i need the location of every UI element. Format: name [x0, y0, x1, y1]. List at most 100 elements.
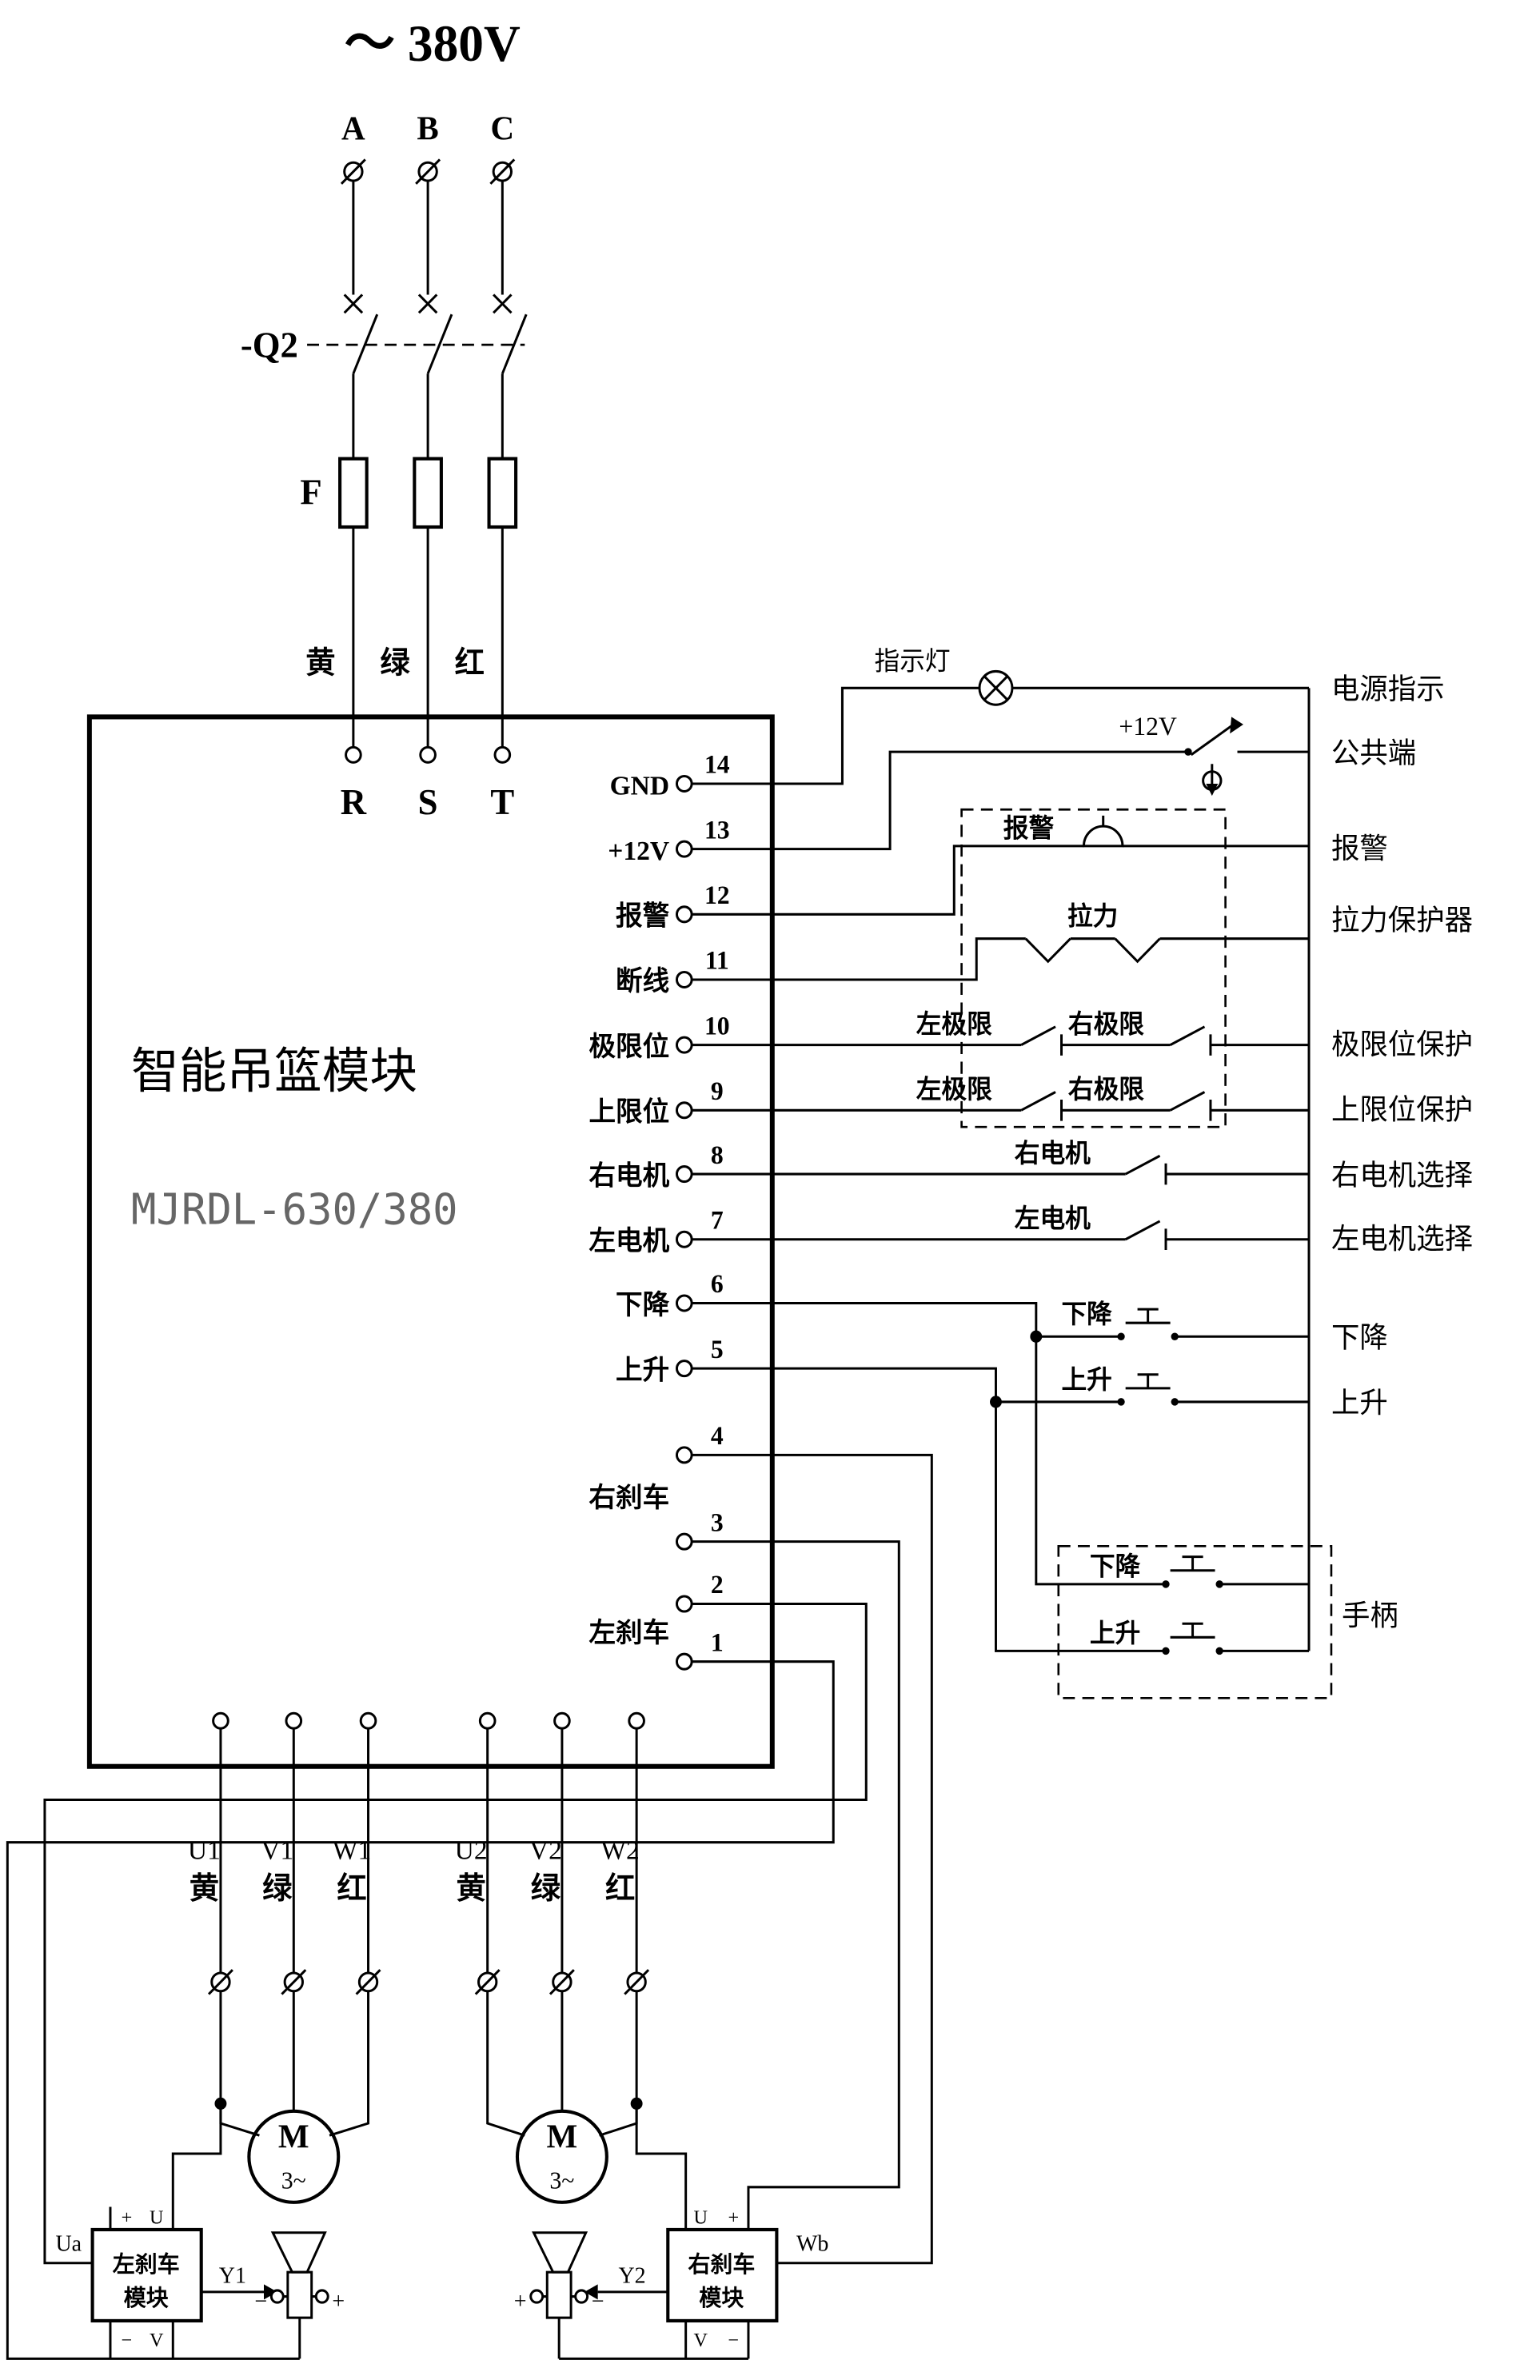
- connector-w2-icon: [626, 1971, 647, 1993]
- color-v1: 绿: [262, 1872, 293, 1906]
- right-solenoid-body: [545, 2270, 573, 2319]
- connector-u2-slash: [474, 1969, 501, 1995]
- phase-b-connector-slash: [415, 158, 441, 185]
- pin-number: 14: [704, 749, 730, 778]
- pin-1-terminal: [675, 1652, 693, 1671]
- left-motor-label: 左电机: [1015, 1204, 1091, 1232]
- right-motor-icon: [515, 2109, 608, 2204]
- fuse-c: [487, 457, 518, 529]
- left-brake-plus-label: +: [122, 2206, 133, 2228]
- left-brake-module-name: 左刹车: [113, 2251, 180, 2278]
- pin-label-right-motor: 右电机: [588, 1160, 669, 1191]
- right-motor-switch-icon: [1124, 1154, 1167, 1185]
- left-motor-icon: [247, 2109, 341, 2204]
- pin-8-terminal: [675, 1165, 693, 1184]
- switch-contact-dot: [1184, 748, 1192, 756]
- common-label: 公共端: [1331, 737, 1416, 769]
- left-solenoid-horn-icon: [270, 2231, 327, 2274]
- plus12v-label: +12V: [1119, 712, 1176, 741]
- y2-label: Y2: [618, 2263, 645, 2288]
- right-brake-module-name2: 模块: [699, 2286, 744, 2311]
- pin-number: 11: [705, 945, 729, 974]
- terminal-s-label: S: [418, 782, 438, 822]
- phase-b-label: B: [417, 110, 438, 146]
- pin-label-up: 上升: [616, 1355, 669, 1385]
- module-model: MJRDL-630/380: [131, 1185, 458, 1235]
- pin-label-broken-wire: 断线: [616, 966, 669, 996]
- upper-left-limit-label: 左极限: [916, 1075, 992, 1104]
- ua-label: Ua: [55, 2231, 82, 2256]
- color-u2: 黄: [457, 1872, 486, 1906]
- breaker-contact-a-icon: [343, 294, 364, 314]
- connector-u2-icon: [477, 1971, 498, 1993]
- color-w2: 红: [605, 1872, 635, 1906]
- pin-5-terminal: [675, 1360, 693, 1378]
- pin-number: 1: [711, 1627, 724, 1656]
- connector-v2-icon: [552, 1971, 573, 1993]
- right-brake-module-name: 右刹车: [688, 2251, 755, 2278]
- breaker-blade-b: [426, 313, 453, 374]
- pin-label-alarm: 报警: [616, 900, 669, 931]
- label-u2: U2: [455, 1835, 488, 1865]
- left-motor-select-label: 左电机选择: [1331, 1223, 1473, 1255]
- terminal-v2: [553, 1711, 571, 1730]
- key-switch-actuator-arrow: [1206, 783, 1219, 797]
- pin-label-right-brake: 右刹车: [588, 1483, 669, 1513]
- right-brake-plus-label: +: [728, 2206, 739, 2228]
- pin-label-limit: 极限位: [588, 1032, 669, 1062]
- left-brake-module-name2: 模块: [124, 2286, 170, 2311]
- connector-u1-slash: [207, 1969, 233, 1995]
- tension-circuit-wire: [692, 937, 1310, 981]
- upper-right-limit-label: 右极限: [1068, 1075, 1144, 1104]
- connector-v2-slash: [549, 1969, 575, 1995]
- label-v1: V1: [261, 1835, 293, 1865]
- left-brake-feed-wire: [171, 2103, 222, 2230]
- main-module: R S T 智能吊篮模块 MJRDL-630/380 14 13 12 11 1…: [86, 714, 775, 1769]
- power-indicator-label: 电源指示: [1331, 673, 1445, 705]
- left-brake-v-label: V: [150, 2330, 164, 2351]
- terminal-s: [419, 745, 437, 764]
- handle-up-label: 上升: [1090, 1619, 1140, 1647]
- terminal-t-label: T: [490, 782, 514, 822]
- up-button-contact: [1117, 1398, 1125, 1406]
- pin-label-down: 下降: [616, 1290, 669, 1320]
- right-solenoid-plus-terminal: [529, 2289, 545, 2304]
- right-limit-label: 右极限: [1068, 1009, 1144, 1038]
- color-u1: 黄: [190, 1872, 219, 1906]
- right-motor-phase-label: 3~: [549, 2166, 574, 2194]
- handle-up-contact: [1162, 1647, 1170, 1655]
- limit-protection-label: 极限位保护: [1331, 1028, 1473, 1060]
- terminal-r: [345, 745, 362, 764]
- connector-w1-slash: [355, 1969, 381, 1995]
- connector-u1-icon: [210, 1971, 231, 1993]
- right-motor-select-label: 右电机选择: [1331, 1159, 1473, 1191]
- left-solenoid-plus-terminal: [314, 2289, 329, 2304]
- down-button-label: 下降: [1062, 1300, 1113, 1328]
- pin-label-gnd: GND: [610, 771, 670, 801]
- right-motor-label: 右电机: [1015, 1139, 1091, 1168]
- pin-label-upper-limit: 上限位: [588, 1096, 669, 1127]
- y1-label: Y1: [219, 2263, 246, 2288]
- left-solenoid-minus-label: −: [254, 2290, 267, 2314]
- indicator-circuit-wire: [692, 686, 1310, 785]
- terminal-w1: [359, 1711, 377, 1730]
- left-limit-switch-icon: [1020, 1025, 1063, 1056]
- pin-4-terminal: [675, 1446, 693, 1464]
- right-solenoid-minus-terminal: [574, 2289, 589, 2304]
- handle-up-button-icon: [1170, 1622, 1215, 1639]
- pin-1-route-wire: [6, 1660, 835, 2360]
- up-button-label: 上升: [1062, 1365, 1112, 1394]
- pin-number: 4: [711, 1421, 724, 1450]
- down-button-icon: [1125, 1308, 1171, 1324]
- handle-dashed-box: [1057, 1545, 1333, 1699]
- y1-arrow-icon: [264, 2284, 277, 2300]
- key-switch-blade: [1190, 725, 1232, 757]
- up-button-icon: [1125, 1373, 1171, 1390]
- pin-2-route-wire: [43, 1603, 868, 2265]
- left-solenoid-plus-label: +: [332, 2290, 345, 2314]
- pin-number: 9: [711, 1076, 724, 1105]
- terminal-r-label: R: [341, 782, 367, 822]
- breaker-contact-b-icon: [417, 294, 438, 314]
- label-v2: V2: [529, 1835, 562, 1865]
- wb-label: Wb: [796, 2231, 828, 2256]
